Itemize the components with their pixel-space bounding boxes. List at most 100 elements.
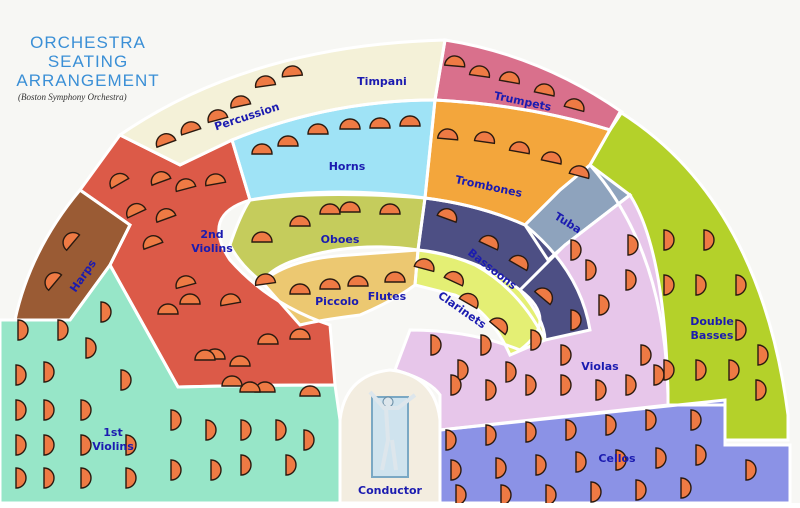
seat bbox=[289, 328, 311, 340]
seat bbox=[17, 319, 29, 341]
seat bbox=[563, 98, 585, 113]
seat bbox=[565, 419, 577, 441]
section-border bbox=[338, 368, 442, 505]
seat bbox=[525, 374, 537, 396]
label-timpani: Timpani bbox=[357, 75, 407, 88]
seat bbox=[595, 379, 607, 401]
seat bbox=[445, 429, 457, 451]
seat bbox=[240, 454, 252, 476]
seat bbox=[530, 329, 542, 351]
seat bbox=[285, 454, 297, 476]
seat bbox=[254, 273, 277, 287]
seat bbox=[703, 229, 715, 251]
seat bbox=[210, 459, 222, 481]
seat bbox=[125, 434, 137, 456]
seat bbox=[450, 374, 462, 396]
seat bbox=[436, 208, 458, 224]
label-horns: Horns bbox=[329, 160, 366, 173]
seats-layer bbox=[15, 55, 769, 506]
seat bbox=[695, 274, 707, 296]
seat bbox=[254, 75, 277, 89]
section-percussion-timpani bbox=[120, 40, 445, 165]
seat bbox=[157, 303, 179, 315]
label-second-violins-line2: Violins bbox=[191, 242, 233, 255]
section-trombones bbox=[425, 100, 610, 225]
seat bbox=[508, 254, 529, 272]
seat bbox=[307, 123, 329, 135]
seat bbox=[450, 459, 462, 481]
seat bbox=[495, 457, 507, 479]
seat bbox=[735, 319, 747, 341]
seat bbox=[728, 359, 740, 381]
seat bbox=[43, 467, 55, 489]
seat bbox=[560, 344, 572, 366]
section-border bbox=[588, 109, 790, 442]
seat bbox=[15, 399, 27, 421]
seat bbox=[43, 399, 55, 421]
label-double-basses-line1: Double bbox=[690, 315, 734, 328]
seat bbox=[690, 409, 702, 431]
seat bbox=[175, 178, 197, 193]
seat bbox=[757, 344, 769, 366]
title-line-3: ARRANGEMENT bbox=[16, 71, 160, 90]
seat bbox=[663, 229, 675, 251]
seat bbox=[478, 234, 499, 251]
seat bbox=[570, 309, 582, 331]
seat bbox=[207, 109, 229, 124]
seat bbox=[485, 424, 497, 446]
seat bbox=[57, 319, 69, 341]
seat bbox=[468, 65, 491, 79]
seat bbox=[251, 143, 273, 155]
seat bbox=[735, 274, 747, 296]
seat bbox=[430, 334, 442, 356]
seat bbox=[85, 337, 97, 359]
seat bbox=[535, 454, 547, 476]
seat bbox=[399, 115, 421, 127]
seat bbox=[590, 481, 602, 503]
seat bbox=[179, 293, 201, 305]
section-border bbox=[230, 98, 437, 202]
section-bassoons bbox=[418, 198, 590, 340]
seat bbox=[645, 409, 657, 431]
seat bbox=[458, 292, 479, 310]
seat bbox=[485, 379, 497, 401]
seat bbox=[525, 421, 537, 443]
seat bbox=[303, 429, 315, 451]
seat bbox=[80, 399, 92, 421]
section-border bbox=[228, 190, 427, 285]
seat bbox=[379, 203, 401, 215]
seat bbox=[155, 208, 177, 224]
seat bbox=[627, 234, 639, 256]
seat bbox=[625, 374, 637, 396]
label-flutes: Flutes bbox=[368, 290, 407, 303]
seat bbox=[560, 374, 572, 396]
page-subtitle: (Boston Symphony Orchestra) bbox=[18, 92, 127, 102]
seat bbox=[150, 171, 172, 187]
seat bbox=[43, 361, 55, 383]
seat bbox=[680, 477, 692, 499]
seat bbox=[488, 317, 509, 336]
seat bbox=[347, 275, 369, 287]
section-borders bbox=[0, 38, 792, 505]
seat bbox=[15, 467, 27, 489]
page-title: ORCHESTRA SEATING ARRANGEMENT bbox=[8, 33, 168, 90]
seat bbox=[663, 274, 675, 296]
label-first-violins-line1: 1st bbox=[103, 426, 122, 439]
label-first-violins-line2: Violins bbox=[92, 440, 134, 453]
seat bbox=[505, 361, 517, 383]
seat bbox=[277, 135, 299, 147]
seat bbox=[240, 419, 252, 441]
seat bbox=[533, 287, 554, 306]
title-line-1: ORCHESTRA bbox=[30, 33, 146, 52]
seat bbox=[80, 467, 92, 489]
seat bbox=[281, 65, 304, 78]
section-double-basses bbox=[590, 112, 788, 440]
seat bbox=[239, 381, 261, 393]
seat bbox=[436, 128, 459, 141]
label-violas: Violas bbox=[581, 360, 619, 373]
seat bbox=[473, 131, 496, 145]
label-cellos: Cellos bbox=[598, 452, 636, 465]
seat bbox=[655, 447, 667, 469]
